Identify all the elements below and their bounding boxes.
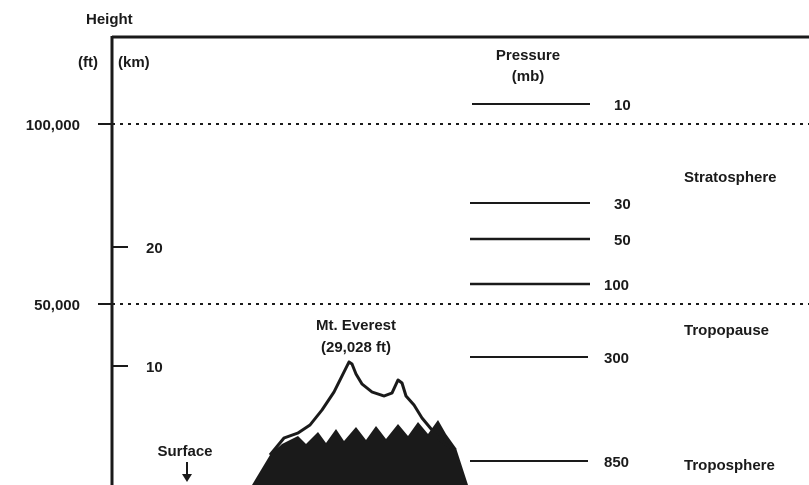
pressure-label-30: 30: [614, 196, 631, 213]
pressure-label-100: 100: [604, 277, 629, 294]
ft-tick-label-100000: 100,000: [26, 117, 80, 134]
pressure-title: Pressure: [496, 47, 560, 64]
everest-height-label: (29,028 ft): [321, 339, 391, 356]
mountain-outline: [268, 360, 457, 456]
tropopause-label: Tropopause: [684, 322, 769, 339]
surface-label: Surface: [157, 443, 212, 460]
ft-unit-label: (ft): [78, 54, 98, 71]
surface-arrow-icon: [182, 462, 192, 482]
pressure-label-300: 300: [604, 350, 629, 367]
pressure-label-850: 850: [604, 454, 629, 471]
pressure-label-50: 50: [614, 232, 631, 249]
ft-tick-label-50000: 50,000: [34, 297, 80, 314]
mountain-illustration: [252, 360, 468, 485]
pressure-label-10: 10: [614, 97, 631, 114]
pressure-unit: (mb): [512, 68, 545, 85]
km-tick-label-10: 10: [146, 359, 163, 376]
km-tick-label-20: 20: [146, 240, 163, 257]
stratosphere-label: Stratosphere: [684, 169, 777, 186]
troposphere-label: Troposphere: [684, 457, 775, 474]
height-axis-title: Height: [86, 11, 133, 28]
mountain-dark-base: [252, 420, 468, 485]
km-unit-label: (km): [118, 54, 150, 71]
everest-name-label: Mt. Everest: [316, 317, 396, 334]
